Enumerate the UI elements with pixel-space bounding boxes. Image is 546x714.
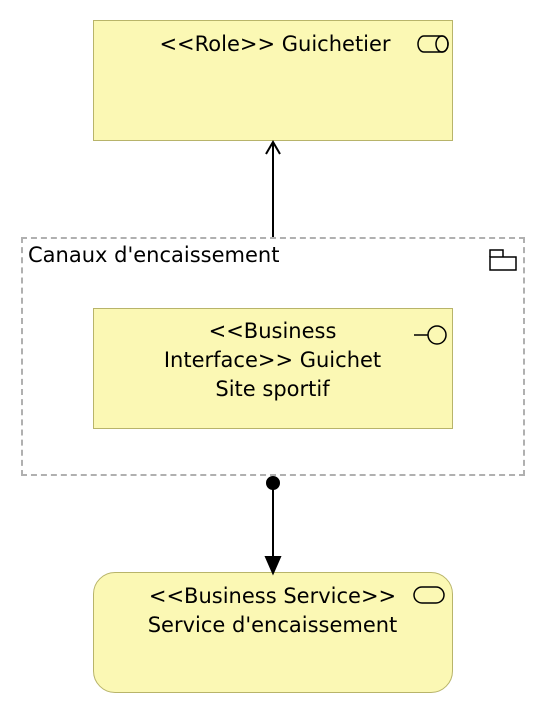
service-icon	[413, 586, 445, 604]
business-interface-label: <<Business Interface>> Guichet Site spor…	[163, 319, 382, 401]
role-icon	[417, 35, 449, 53]
grouping-folder-icon	[489, 249, 517, 271]
role-label: <<Role>> Guichetier	[159, 32, 391, 56]
grouping-label: Canaux d'encaissement	[28, 243, 280, 267]
interface-lollipop-icon	[414, 325, 447, 345]
relation-grouping-to-service[interactable]	[264, 476, 282, 576]
relation-grouping-to-role[interactable]	[265, 140, 281, 237]
business-service-node-encaissement[interactable]	[93, 572, 453, 693]
business-service-label: <<Business Service>> Service d'encaissem…	[147, 584, 398, 637]
business-interface-node-guichet[interactable]	[93, 308, 453, 429]
